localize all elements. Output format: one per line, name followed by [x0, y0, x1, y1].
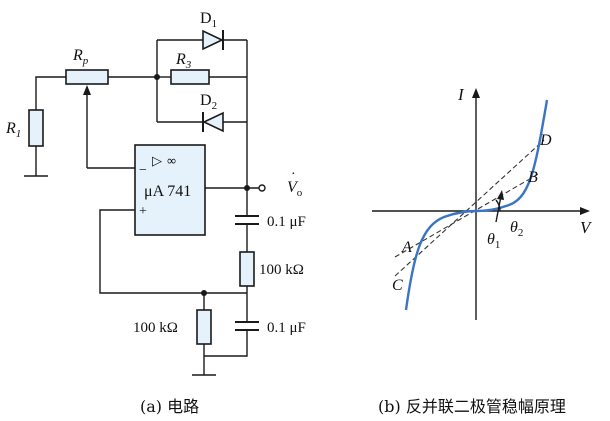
resistor-series-100k [239, 251, 255, 287]
dashed-line-theta1 [394, 172, 541, 258]
label-point-d: D [539, 132, 552, 149]
label-cap1: 0.1 μF [267, 214, 306, 230]
label-cap2: 0.1 μF [267, 320, 306, 336]
label-theta2: θ2 [510, 219, 523, 239]
angle-arc [495, 199, 501, 212]
circuit-diagram: D1 D2 Rp R3 R1 Vo · ▷ ∞ μA 741 − + 0.1 μ… [5, 10, 306, 376]
resistor-parallel-100k [196, 309, 212, 345]
caption-graph: (b) 反并联二极管稳幅原理 [378, 397, 566, 416]
angle-arrow-line [495, 195, 502, 223]
label-res-parallel: 100 kΩ [133, 320, 178, 336]
label-point-c: C [392, 277, 403, 294]
iv-graph: I V D B A C θ1 θ2 [372, 85, 593, 320]
label-r3: R3 [175, 51, 192, 71]
axis-i-arrow [472, 88, 480, 98]
label-r1: R1 [5, 120, 21, 140]
diode-d2 [202, 111, 224, 133]
resistor-r1 [28, 109, 44, 147]
angle-arrow-head [497, 190, 504, 200]
label-d1: D1 [200, 10, 217, 30]
resistor-rp [65, 69, 109, 85]
output-terminal [258, 184, 266, 192]
caption-circuit: (a) 电路 [140, 397, 200, 416]
label-vo-dot: · [291, 167, 296, 182]
resistor-r3 [170, 69, 210, 85]
opamp-symbol: ▷ ∞ [152, 154, 177, 169]
diode-d1 [202, 29, 224, 51]
wire-cap2-bottom [204, 330, 248, 357]
label-point-b: B [528, 169, 538, 186]
dashed-line-theta2 [394, 139, 545, 277]
wire-r1-rp [35, 76, 66, 110]
opamp-name: μA 741 [144, 183, 191, 200]
wiper-arrow [83, 85, 91, 95]
axis-v-arrow [580, 207, 590, 215]
opamp-minus: − [139, 163, 147, 178]
label-res-series: 100 kΩ [259, 262, 304, 278]
label-rp: Rp [72, 47, 89, 67]
label-d2: D2 [200, 92, 217, 112]
label-point-a: A [401, 239, 412, 256]
label-axis-i: I [457, 85, 465, 104]
label-theta1: θ1 [487, 231, 500, 251]
opamp-box [134, 144, 206, 236]
opamp-plus: + [139, 204, 147, 219]
label-vo: Vo [287, 179, 303, 199]
wire-plus-input-loop [99, 209, 247, 294]
iv-curve [404, 99, 549, 311]
label-axis-v: V [580, 218, 593, 237]
